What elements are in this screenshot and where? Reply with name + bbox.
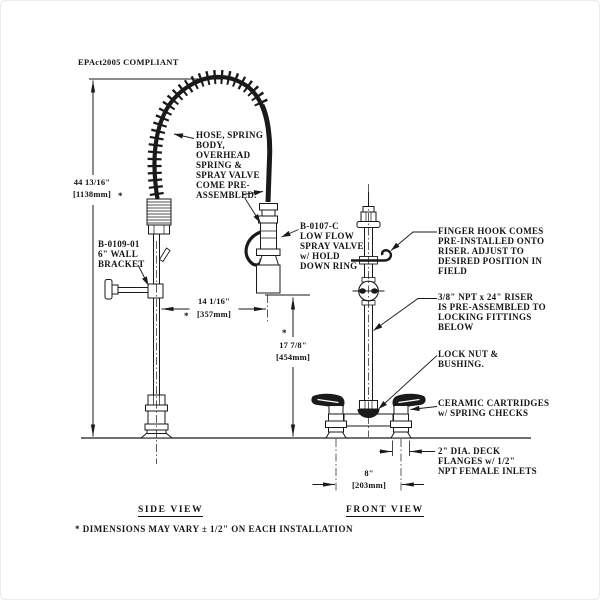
dim-hose-reach-mm: [357mm]	[197, 309, 231, 319]
riser-coupling	[148, 224, 170, 235]
callout-ceramic-cartridges: CERAMIC CARTRIDGES w/ SPRING CHECKS	[438, 398, 550, 418]
dim-valve-height-mm: [454mm]	[276, 352, 310, 362]
spray-valve-assembly	[244, 203, 281, 294]
callout-deck-flanges: 2" DIA. DECK FLANGES w/ 1/2" NPT FEMALE …	[438, 446, 537, 476]
dim-center-spread-in: 8"	[364, 468, 374, 478]
left-valve	[311, 393, 347, 439]
spring-ribs	[147, 70, 269, 204]
right-valve	[390, 393, 426, 439]
dim-center-spread-mm: [203mm]	[352, 480, 386, 490]
leader-assembled-valve	[244, 197, 261, 224]
dim-overall-height-mm: [1138mm]	[73, 189, 111, 199]
leader-wall-bracket	[137, 264, 149, 286]
front-view-label: FRONT VIEW	[346, 505, 424, 517]
footnote: * DIMENSIONS MAY VARY ± 1/2" ON EACH INS…	[75, 524, 353, 534]
side-view-label: SIDE VIEW	[138, 505, 204, 517]
compliance-note: EPAct2005 COMPLIANT	[78, 57, 179, 67]
dim-valve-height-star: *	[282, 328, 287, 338]
leader-riser	[373, 298, 437, 331]
dim-hose-reach-in: 14 1/16"	[197, 296, 231, 306]
spray-valve-handle	[244, 230, 263, 267]
callout-hose-assembly: HOSE, SPRING BODY, OVERHEAD SPRING & SPR…	[196, 130, 264, 200]
finger-hook-side	[158, 247, 171, 263]
dimension-flange-diameter	[379, 440, 435, 456]
side-view-drawing	[104, 70, 281, 439]
leader-lines	[137, 133, 438, 412]
spray-hose	[259, 103, 273, 203]
dim-overall-height-star: *	[118, 191, 123, 201]
callout-lock-nut: LOCK NUT & BUSHING.	[438, 349, 499, 369]
wall-bracket	[104, 279, 164, 300]
callout-wall-bracket: B-0109-01 6" WALL BRACKET	[98, 239, 145, 269]
riser-pipe-side	[153, 234, 160, 395]
dim-hose-reach-star: *	[184, 311, 189, 321]
riser-spring-coil	[146, 198, 172, 226]
dim-valve-height-in: 17 7/8"	[279, 340, 307, 350]
dim-overall-height-in: 44 13/16"	[73, 177, 111, 187]
leader-lock-nut	[378, 355, 438, 410]
spray-nozzle	[256, 264, 281, 294]
callout-spray-valve: B-0107-C LOW FLOW SPRAY VALVE w/ HOLD DO…	[300, 221, 364, 271]
finger-hook-front	[351, 249, 393, 262]
centerlines	[156, 184, 402, 492]
leader-hose	[173, 133, 195, 139]
leader-finger-hook	[390, 231, 437, 251]
callout-riser: 3/8" NPT x 24" RISER IS PRE-ASSEMBLED TO…	[438, 292, 546, 332]
leader-ceramic	[410, 405, 438, 412]
callout-finger-hook: FINGER HOOK COMES PRE-INSTALLED ONTO RIS…	[438, 226, 545, 276]
leader-assembled-hose	[242, 190, 264, 196]
dimension-valve-height	[265, 294, 310, 437]
leader-spray-valve	[281, 229, 299, 238]
